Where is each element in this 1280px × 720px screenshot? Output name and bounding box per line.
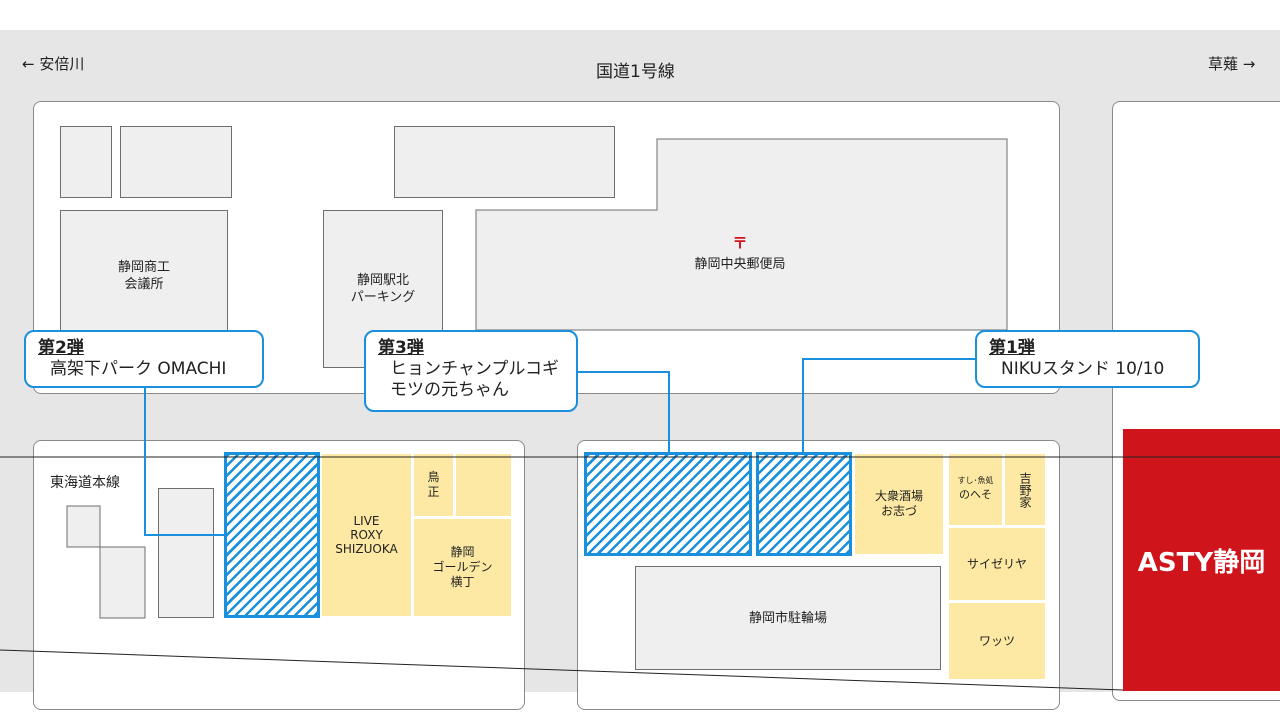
central-post-office-label: 静岡中央郵便局 <box>694 256 786 272</box>
direction-abekawa-label: ← 安倍川 <box>22 55 85 73</box>
taishu-sakaba-oshizu: 大衆酒場 お志づ <box>855 454 943 554</box>
shop-empty-sw <box>456 454 511 516</box>
callout-second[interactable]: 第2弾 高架下パーク OMACHI <box>24 330 264 388</box>
callout-third-number: 第3弾 <box>378 338 424 358</box>
live-roxy-shizuoka: LIVE ROXY SHIZUOKA <box>322 454 411 616</box>
noheso-shop: すし･魚処 のへそ <box>949 454 1002 525</box>
saizeriya-shop: サイゼリヤ <box>949 528 1045 600</box>
chamber-of-commerce: 静岡商工 会議所 <box>60 210 228 342</box>
shizuoka-golden-yokocho: 静岡 ゴールデン 横丁 <box>414 519 511 616</box>
tokaido-line-label: 東海道本線 <box>50 475 120 491</box>
callout-third[interactable]: 第3弾 ヒョンチャンプルコギ モツの元ちゃん <box>364 330 578 412</box>
callout-first-number: 第1弾 <box>989 338 1035 358</box>
callout-third-name-line2: モツの元ちゃん <box>390 380 509 400</box>
shizuoka-city-bike-parking: 静岡市駐輪場 <box>635 566 941 670</box>
omachi-highlight-area[interactable] <box>224 452 320 618</box>
callout-third-name-line1: ヒョンチャンプルコギ <box>390 359 559 379</box>
noheso-label: のへそ <box>959 488 992 501</box>
callout-second-name: 高架下パーク OMACHI <box>50 359 227 379</box>
post-office-icon: 〒 <box>732 234 748 252</box>
callout-first-name: NIKUスタンド 10/10 <box>1001 359 1165 379</box>
yoshinoya-shop: 吉野家 <box>1005 454 1045 525</box>
wattsu-shop: ワッツ <box>949 603 1045 679</box>
asty-shizuoka-building: ASTY静岡 <box>1123 429 1280 691</box>
niku-stand-highlight-area[interactable] <box>756 452 852 556</box>
route-1-label: 国道1号線 <box>596 62 675 82</box>
callout-first[interactable]: 第1弾 NIKUスタンド 10/10 <box>975 330 1200 388</box>
building-small-2 <box>120 126 232 198</box>
sushi-label: すし･魚処 <box>957 476 994 485</box>
building-north-center <box>394 126 615 198</box>
building-southwest <box>158 488 214 618</box>
hyon-chan-highlight-area[interactable] <box>584 452 752 556</box>
torisho-shop: 鳥 正 <box>414 454 453 516</box>
yoshinoya-label: 吉野家 <box>1018 471 1032 508</box>
direction-kusanagi-label: 草薙 → <box>1208 55 1256 73</box>
callout-second-number: 第2弾 <box>38 338 84 358</box>
building-small-1 <box>60 126 112 198</box>
